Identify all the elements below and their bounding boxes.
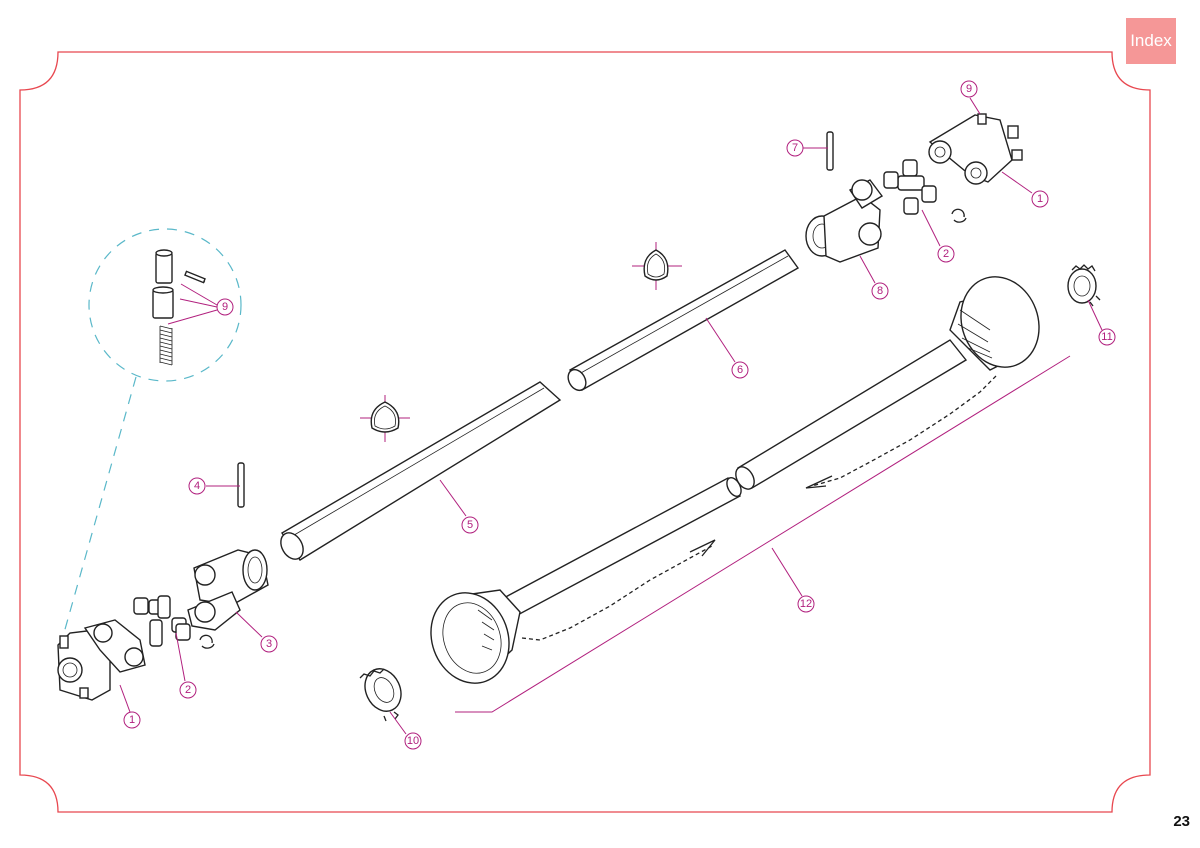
inner-profile-tube [280, 381, 562, 561]
page-number: 23 [1173, 813, 1190, 830]
callout-9-right[interactable]: 9 [960, 80, 978, 98]
callout-5[interactable]: 5 [461, 516, 479, 534]
detail-circle [61, 228, 242, 641]
page-frame [19, 51, 1151, 813]
callout-6[interactable]: 6 [731, 361, 749, 379]
callout-12[interactable]: 12 [797, 595, 815, 613]
callout-4[interactable]: 4 [188, 477, 206, 495]
svg-text:2: 2 [185, 684, 191, 696]
yoke-right [928, 113, 1023, 185]
callout-2-right[interactable]: 2 [937, 245, 955, 263]
cross-journal-right [883, 159, 967, 223]
svg-text:4: 4 [194, 480, 200, 492]
guard-assembly [430, 276, 1040, 684]
svg-text:5: 5 [467, 519, 473, 531]
svg-text:9: 9 [966, 83, 972, 95]
pin-7 [826, 131, 834, 171]
svg-text:2: 2 [943, 248, 949, 260]
callout-3[interactable]: 3 [260, 635, 278, 653]
svg-text:3: 3 [266, 638, 272, 650]
callout-10[interactable]: 10 [404, 732, 422, 750]
svg-text:6: 6 [737, 364, 743, 376]
callout-1-left[interactable]: 1 [123, 711, 141, 729]
leader-lines [119, 97, 1103, 735]
inner-yoke-left [187, 549, 269, 631]
callout-7[interactable]: 7 [786, 139, 804, 157]
svg-text:8: 8 [877, 285, 883, 297]
cross-journal-left [133, 595, 215, 649]
svg-text:1: 1 [1037, 193, 1043, 205]
index-button[interactable]: Index [1126, 18, 1176, 64]
callout-2-left[interactable]: 2 [179, 681, 197, 699]
pin-4 [237, 462, 245, 508]
bearing-ring-10 [359, 668, 402, 722]
svg-text:11: 11 [1101, 331, 1112, 343]
inner-yoke-right [805, 179, 884, 263]
bearing-ring-11 [1067, 264, 1101, 307]
svg-text:10: 10 [407, 735, 419, 747]
callout-11[interactable]: 11 [1098, 328, 1116, 346]
outer-profile-tube [567, 249, 800, 392]
svg-text:1: 1 [129, 714, 135, 726]
profile-symbol-upper [632, 242, 682, 290]
profile-symbol-lower [360, 395, 410, 442]
svg-text:9: 9 [222, 301, 228, 313]
callout-9-detail[interactable]: 9 [216, 298, 234, 316]
callout-8[interactable]: 8 [871, 282, 889, 300]
svg-text:7: 7 [792, 142, 798, 154]
yoke-left [57, 619, 146, 701]
svg-text:12: 12 [800, 598, 812, 610]
callout-1-right[interactable]: 1 [1031, 190, 1049, 208]
